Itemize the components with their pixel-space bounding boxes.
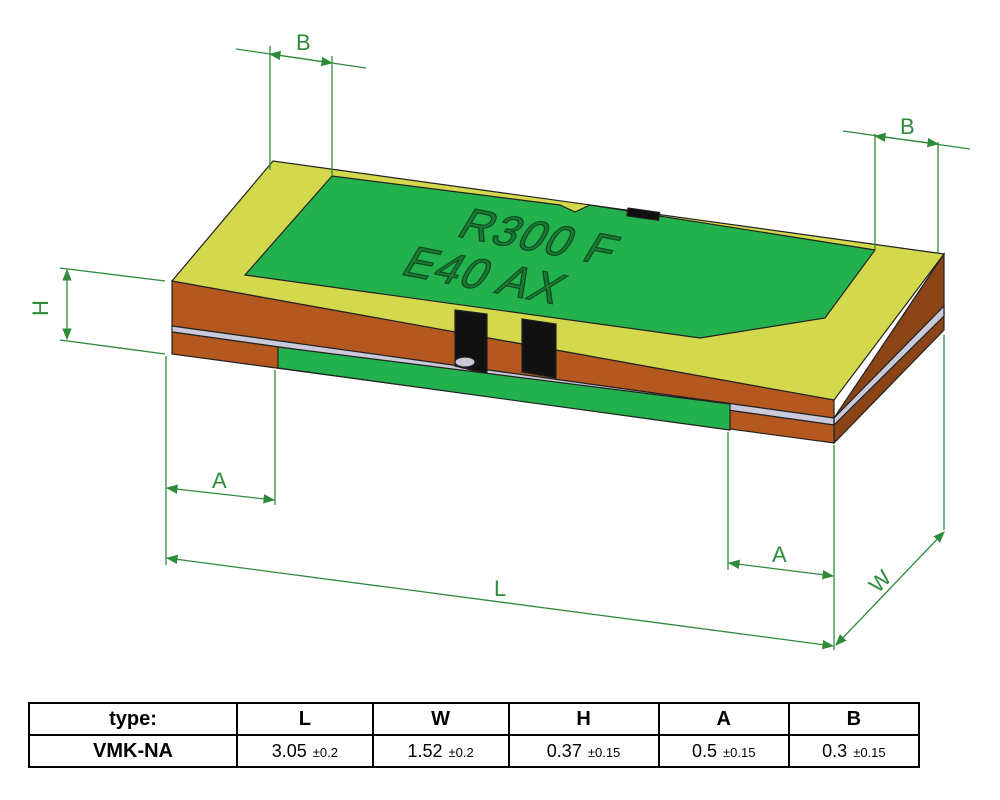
front-slot-right xyxy=(521,318,557,379)
dim-label-b-right: B xyxy=(900,114,915,139)
dim-label-a-right: A xyxy=(772,542,787,567)
cell-h: 0.37 ±0.15 xyxy=(507,734,660,768)
slot-hole xyxy=(454,356,476,368)
dim-label-l: L xyxy=(494,576,506,601)
header-h: H xyxy=(507,702,660,736)
header-l: L xyxy=(236,702,374,736)
dim-label-h: H xyxy=(28,300,53,316)
cell-a: 0.5 ±0.15 xyxy=(657,734,790,768)
cell-b: 0.3 ±0.15 xyxy=(787,734,921,768)
cell-w-tol: ±0.2 xyxy=(448,744,474,760)
cell-l: 3.05 ±0.2 xyxy=(236,734,374,768)
dimension-spec-table: type: L W H A B VMK-NA 3.05 ±0.2 1.52 ±0.2… xyxy=(28,702,921,768)
header-type: type: xyxy=(28,702,238,736)
cell-l-value: 3.05 xyxy=(271,740,307,761)
top-resistive-area xyxy=(243,175,877,339)
dimension-lines xyxy=(59,46,971,650)
cell-w-value: 1.52 xyxy=(407,740,443,761)
dim-label-w: W xyxy=(864,565,897,598)
cell-b-tol: ±0.15 xyxy=(853,744,886,760)
cell-type: VMK-NA xyxy=(28,734,238,768)
cell-l-tol: ±0.2 xyxy=(312,744,338,760)
table-row: VMK-NA 3.05 ±0.2 1.52 ±0.2 0.37 ±0.15 0.5 ±0… xyxy=(28,734,921,768)
header-b: B xyxy=(787,702,921,736)
cell-h-tol: ±0.15 xyxy=(587,744,621,760)
resistor-body xyxy=(170,160,946,445)
cell-a-tol: ±0.15 xyxy=(722,744,756,760)
header-a: A xyxy=(657,702,790,736)
cell-w: 1.52 ±0.2 xyxy=(371,734,510,768)
cell-b-value: 0.3 xyxy=(822,740,848,761)
table-header-row: type: L W H A B xyxy=(28,702,921,736)
dim-label-b-left: B xyxy=(296,30,311,55)
resistor-dimension-drawing: R300 F E40 AX B B H xyxy=(28,30,971,650)
cell-h-value: 0.37 xyxy=(546,740,582,761)
dim-label-a-left: A xyxy=(212,468,227,493)
bottom-resistive-strip xyxy=(277,346,731,431)
cell-a-value: 0.5 xyxy=(691,740,717,761)
header-w: W xyxy=(371,702,510,736)
back-slot-1 xyxy=(626,207,661,222)
